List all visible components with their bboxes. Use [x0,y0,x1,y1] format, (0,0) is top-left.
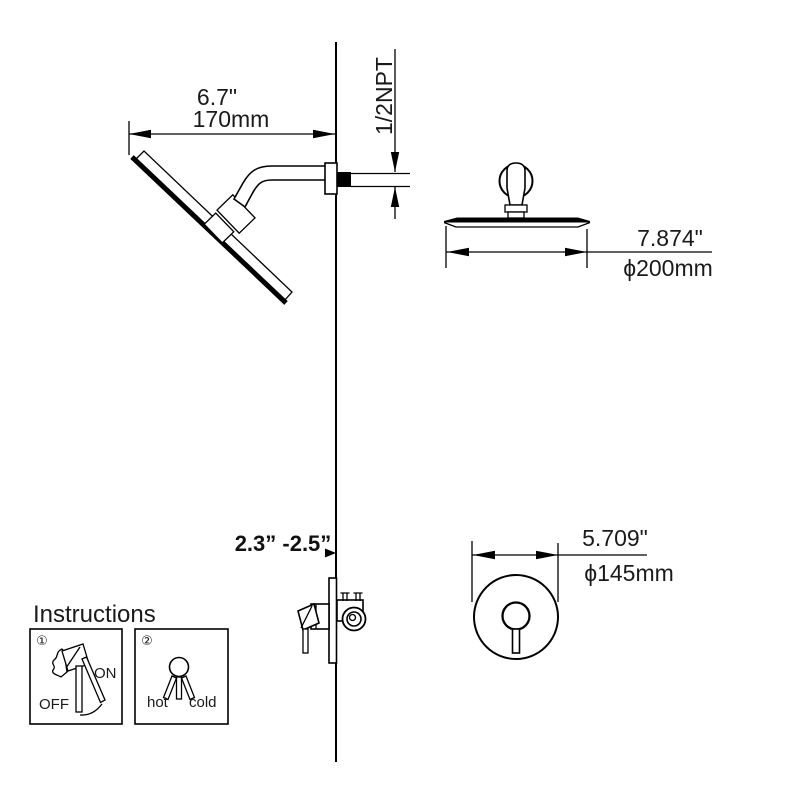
instruction-panel-hot-cold: ② hot cold [134,628,229,725]
shower-arm [232,165,333,209]
trim-plate-front-view [473,574,559,660]
inlet-stub-left [340,592,350,601]
dimension-head-diameter: 7.874" ϕ200mm [445,225,713,281]
panel-frame [134,628,229,725]
mixer-valve-side-view [297,577,367,664]
instructions-title: Instructions [33,601,156,628]
trim-diameter-inches-label: 5.709" [582,525,648,551]
valve-outlet-outer [341,606,367,632]
arrowhead-right [536,550,558,560]
cold-label: cold [189,694,217,711]
note-arrowhead [325,548,336,558]
arm-length-mm-label: 170mm [193,106,270,132]
arm-nut-lower [507,211,525,219]
handle-lever [302,628,309,654]
off-label: OFF [39,696,69,713]
arrowhead-right [565,247,587,257]
arrowhead-down [390,152,400,172]
arrowhead-left [473,550,495,560]
handle-position-middle [175,676,183,700]
arm-nut-upper [504,204,528,213]
valve-outlet-inner [348,613,357,622]
handle-hub-circle [501,601,531,631]
handle-bar [511,628,521,654]
instructions-block: Instructions ① OFF ON ② hot cold [29,601,229,725]
handle-grip-seam [300,605,313,629]
lever-on-position [81,656,106,704]
thread-label: 1/2NPT [371,57,397,135]
valve-depth-label: 2.3” -2.5” [235,531,332,556]
valve-base-seam [65,646,81,669]
ball-joint-nut-small [203,212,235,244]
head-disc-edge-top [444,217,590,223]
arm-length-inches-label: 6.7" [197,84,237,110]
on-label: ON [94,665,117,682]
pipe-nipple [337,172,351,187]
arrowhead-right [313,129,335,139]
valve-depth-note: 2.3” -2.5” [235,531,336,558]
dimension-arm-length: 6.7" 170mm [128,84,335,155]
instruction-panel-on-off: ① OFF ON [29,628,123,725]
dimension-thread: 1/2NPT [371,49,400,219]
arrowhead-up [390,187,400,207]
panel-frame [29,628,123,725]
arrowhead-left [447,247,469,257]
trim-plate-circle [473,574,559,660]
head-diameter-inches-label: 7.874" [637,225,703,251]
lever-off-position [75,665,83,713]
head-diameter-mm-label: ϕ200mm [623,255,713,281]
handle-position-hot [162,675,178,701]
arm-flange [324,162,338,195]
dimension-trim-diameter: 5.709" ϕ145mm [471,525,674,602]
handle-knob-sketch [168,656,190,678]
inlet-stub-right [353,592,363,601]
arrowhead-left [129,129,151,139]
trim-diameter-mm-label: ϕ145mm [584,560,674,586]
rotation-arc [79,703,103,716]
valve-outlet-middle [346,611,362,627]
shower-head-front-view [443,162,591,228]
head-disc-edge-bottom [443,221,591,228]
hot-label: hot [147,694,169,711]
trim-plate-edge [328,577,338,664]
handle-position-cold [180,675,196,701]
shower-arm-side-view [130,150,410,305]
arm-front [506,162,526,206]
panel-badge: ① [36,633,48,648]
panel-badge: ② [141,633,153,648]
